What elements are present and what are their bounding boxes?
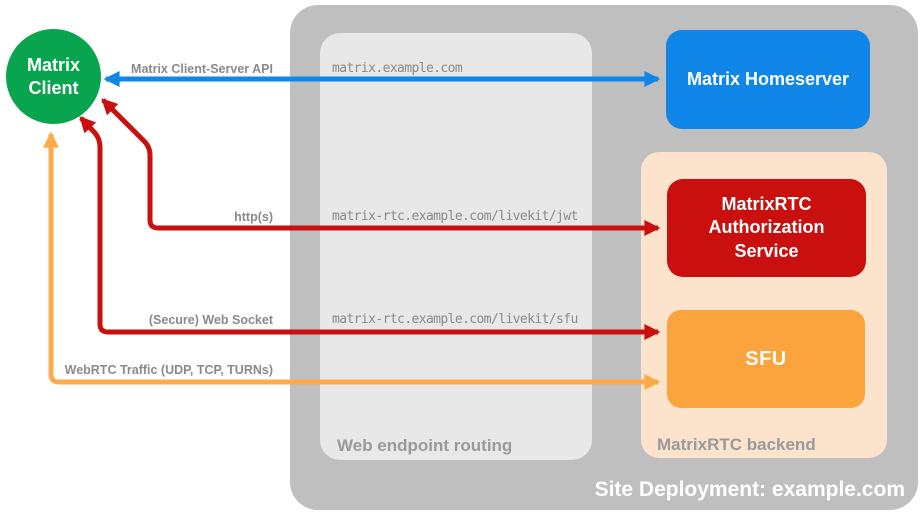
matrix-client-label: Matrix Client [26,55,80,98]
client-server-api-label: Matrix Client-Server API [131,62,273,76]
sfu-node: SFU [667,310,865,408]
matrixrtc-auth-service-node: MatrixRTC Authorization Service [667,179,866,277]
endpoint-livekit-sfu: matrix-rtc.example.com/livekit/sfu [332,312,578,327]
sfu-label: SFU [745,347,787,370]
endpoint-matrix-example-com: matrix.example.com [332,61,463,76]
matrix-homeserver-label: Matrix Homeserver [686,69,850,89]
webrtc-traffic-label: WebRTC Traffic (UDP, TCP, TURNs) [64,363,273,377]
web-endpoint-routing-label: Web endpoint routing [337,436,513,455]
endpoint-livekit-jwt: matrix-rtc.example.com/livekit/jwt [332,209,578,224]
matrixrtc-auth-service-label: MatrixRTC Authorization Service [708,193,825,261]
websocket-label: (Secure) Web Socket [148,313,273,327]
https-label: http(s) [234,210,273,224]
web-endpoint-routing-zone [320,33,592,460]
matrix-homeserver-node: Matrix Homeserver [666,30,870,129]
site-deployment-title: Site Deployment: example.com [594,478,905,501]
matrix-client-node: Matrix Client [6,29,101,124]
matrixrtc-backend-label: MatrixRTC backend [657,435,816,454]
